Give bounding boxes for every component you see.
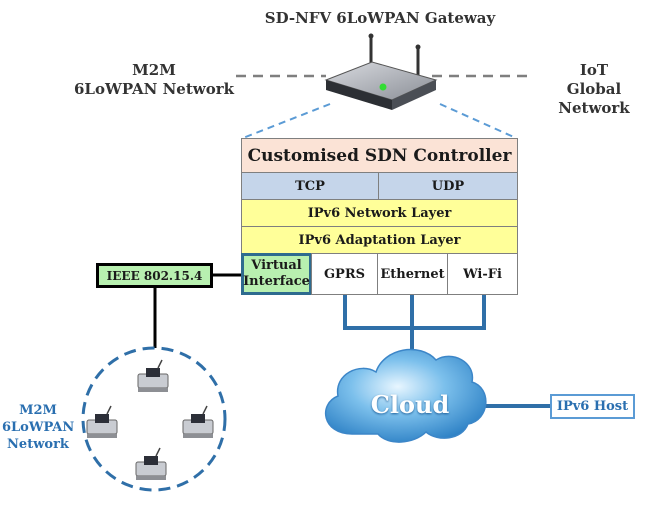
m2m-cluster-line3: Network <box>7 437 69 452</box>
gateway-title: SD-NFV 6LoWPAN Gateway <box>264 9 496 27</box>
ipv6-host-box: IPv6 Host <box>550 394 635 419</box>
sensor-node-icon <box>137 359 169 392</box>
right-network-line1: IoT <box>579 61 609 79</box>
left-network-line2: 6LoWPAN Network <box>74 80 234 98</box>
udp-layer: UDP <box>378 172 518 200</box>
right-network-label: IoT Global Network <box>530 61 658 118</box>
virtual-interface-line1: Virtual <box>251 258 302 273</box>
m2m-cluster-boundary <box>81 346 227 492</box>
m2m-cluster-line1: M2M <box>19 403 57 418</box>
ieee-802-15-4-box: IEEE 802.15.4 <box>96 263 213 288</box>
ethernet-interface: Ethernet <box>377 253 448 295</box>
ipv6-adaptation-layer: IPv6 Adaptation Layer <box>241 226 518 254</box>
virtual-interface-line2: Interface <box>243 274 310 289</box>
sensor-node-icon <box>86 405 118 438</box>
sensor-node-icon <box>182 405 214 438</box>
gprs-interface: GPRS <box>311 253 378 295</box>
sdn-controller-layer: Customised SDN Controller <box>241 138 518 173</box>
wifi-interface: Wi-Fi <box>447 253 518 295</box>
cloud-icon <box>324 348 487 443</box>
interface-to-cloud-links <box>343 294 486 356</box>
router-stack-left-dashed <box>242 103 331 139</box>
left-network-label: M2M 6LoWPAN Network <box>68 61 240 99</box>
right-network-line2: Global Network <box>558 80 630 117</box>
m2m-cluster-line2: 6LoWPAN <box>2 420 75 435</box>
left-network-line1: M2M <box>132 61 176 79</box>
cloud-label: Cloud <box>370 390 450 419</box>
virtual-interface: Virtual Interface <box>241 253 312 295</box>
router-stack-right-dashed <box>439 103 517 139</box>
ipv6-network-layer: IPv6 Network Layer <box>241 199 518 227</box>
m2m-cluster-label: M2M 6LoWPAN Network <box>2 402 74 453</box>
sensor-node-icon <box>135 447 167 480</box>
tcp-layer: TCP <box>241 172 379 200</box>
